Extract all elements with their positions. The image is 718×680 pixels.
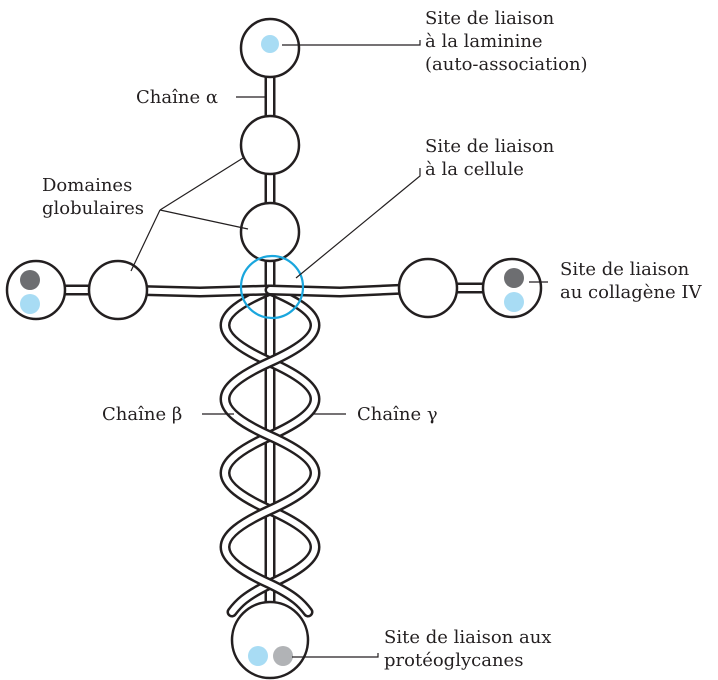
collagen-binding-site-dot-light — [504, 292, 524, 312]
right-arm — [264, 282, 518, 298]
globular-domain — [87, 259, 149, 321]
label-cell-site: Site de liaison à la cellule — [425, 136, 560, 180]
cell-binding-site-ring — [239, 254, 305, 320]
proteoglycan-binding-site-dot-grey — [273, 646, 293, 666]
leader-globular-1 — [159, 157, 244, 211]
leader-proteoglycan-site — [292, 653, 379, 658]
globular-domain — [239, 201, 301, 263]
label-laminin-site: Site de liaison à la laminine (auto-asso… — [425, 8, 588, 75]
collagen-binding-globule-right — [481, 257, 543, 319]
globular-domain — [397, 257, 459, 319]
collagen-binding-site-dot-dark — [504, 268, 524, 288]
label-collagen-site: Site de liaison au collagène IV — [560, 259, 702, 303]
collagen-binding-site-dot-dark — [20, 270, 40, 290]
leader-globular-2 — [159, 209, 249, 230]
left-arm — [34, 284, 276, 298]
globular-domain — [239, 114, 301, 176]
proteoglycan-binding-site-dot-light — [248, 646, 268, 666]
leader-globular-3 — [130, 209, 161, 272]
laminin-binding-site-dot — [261, 35, 279, 53]
leader-cell-site — [295, 168, 421, 279]
leader-laminin-site — [282, 40, 421, 46]
label-alpha-chain: Chaîne α — [136, 87, 218, 108]
proteoglycan-binding-globule — [230, 600, 310, 680]
label-beta-chain: Chaîne β — [102, 404, 182, 425]
collagen-binding-site-dot-light — [20, 294, 40, 314]
label-gamma-chain: Chaîne γ — [357, 404, 438, 425]
label-globular-domains: Domaines globulaires — [42, 175, 144, 219]
coiled-coil — [219, 284, 321, 618]
label-proteoglycan-site: Site de liaison aux protéoglycanes — [384, 627, 557, 671]
